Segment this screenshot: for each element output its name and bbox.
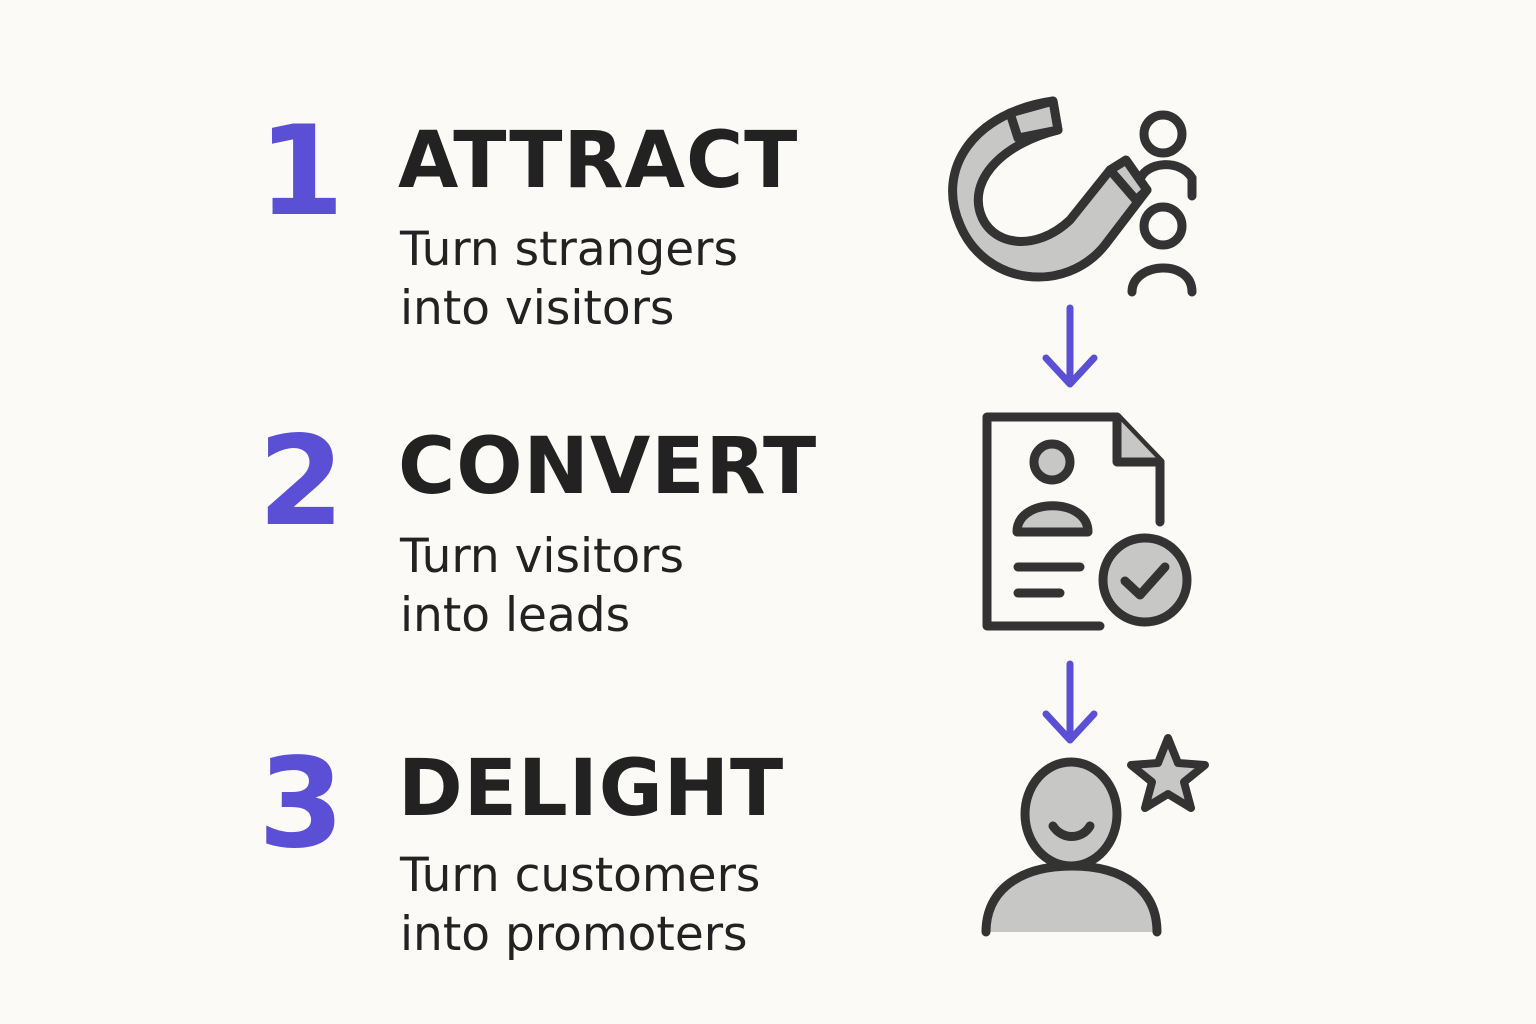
step-description: Turn customers into promoters xyxy=(400,846,760,964)
step-description-line: Turn visitors xyxy=(400,529,684,584)
person-icon xyxy=(981,757,1162,937)
step-title: CONVERT xyxy=(398,422,818,512)
step-description-line: into visitors xyxy=(400,281,675,336)
step-number: 3 xyxy=(258,732,345,876)
step-title: ATTRACT xyxy=(398,116,799,206)
step-number: 2 xyxy=(258,410,345,554)
document-icon xyxy=(982,412,1165,631)
step-description-line: into leads xyxy=(400,588,631,643)
magnet-people-icon xyxy=(948,96,1197,297)
people-icon xyxy=(1127,110,1197,297)
check-badge-icon xyxy=(1098,533,1192,627)
star-icon xyxy=(1127,734,1209,812)
arrow-down-icon xyxy=(1042,304,1098,388)
step-description: Turn visitors into leads xyxy=(400,527,684,645)
text-lines-icon xyxy=(1013,562,1085,598)
step-title: DELIGHT xyxy=(398,744,785,834)
arrow-down-icon xyxy=(1042,660,1098,744)
step-description-line: into promoters xyxy=(400,907,748,962)
step-number: 1 xyxy=(258,100,345,244)
step-description: Turn strangers into visitors xyxy=(400,220,738,338)
person-icon xyxy=(1012,439,1093,537)
lead-form-check-icon xyxy=(982,412,1192,631)
happy-customer-star-icon xyxy=(981,734,1209,937)
magnet-icon xyxy=(948,96,1152,282)
step-description-line: Turn customers xyxy=(400,848,761,903)
step-description-line: Turn strangers xyxy=(400,222,738,277)
